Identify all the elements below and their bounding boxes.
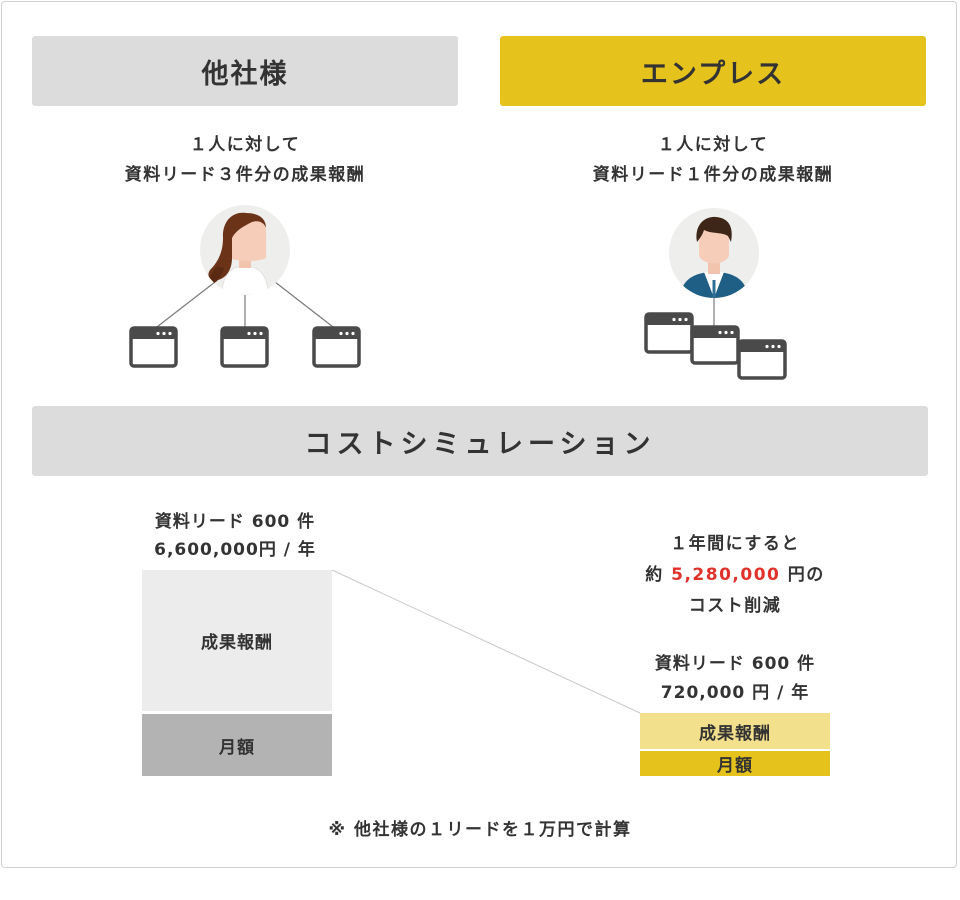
competitor-lead-window-1 — [129, 326, 178, 368]
enpless-cost-labels: 資料リード 600 件 720,000 円 / 年 — [630, 650, 840, 708]
savings-summary: １年間にすると 約 5,280,000 円の コスト削減 — [600, 529, 870, 622]
savings-amount: 5,280,000 — [671, 565, 781, 585]
enpless-caption-line2: 資料リード１件分の成果報酬 — [592, 165, 834, 185]
savings-summary-line1: １年間にすると — [670, 534, 800, 554]
enpless-caption-line1: １人に対して — [657, 135, 769, 155]
competitor-annual-cost: 6,600,000円 / 年 — [154, 540, 316, 560]
savings-suffix: 円の — [787, 565, 825, 585]
enpless-leads-count: 資料リード 600 件 — [654, 654, 816, 674]
lead-illustrations — [129, 205, 787, 380]
competitor-caption-line2: 資料リード３件分の成果報酬 — [124, 165, 366, 185]
competitor-cost-labels: 資料リード 600 件 6,600,000円 / 年 — [130, 508, 340, 564]
competitor-caption: １人に対して 資料リード３件分の成果報酬 — [32, 130, 458, 190]
enpless-lead-window-1 — [644, 312, 694, 354]
enpless-title-banner: エンプレス — [500, 36, 926, 106]
competitor-bar-performance-fee-label: 成果報酬 — [201, 633, 273, 653]
competitor-lead-window-3 — [312, 326, 361, 368]
enpless-annual-cost: 720,000 円 / 年 — [660, 683, 810, 703]
cost-simulation-banner: コストシミュレーション — [32, 406, 928, 476]
enpless-lead-window-3 — [737, 339, 787, 380]
enpless-lead-window-2 — [690, 325, 740, 365]
cost-simulation-title: コストシミュレーション — [304, 428, 656, 460]
enpless-caption: １人に対して 資料リード１件分の成果報酬 — [500, 130, 926, 190]
competitor-bar-monthly-fee-label: 月額 — [219, 737, 255, 758]
competitor-bar-monthly-fee: 月額 — [142, 714, 332, 776]
man-avatar-icon — [669, 208, 759, 298]
competitor-bar-performance-fee: 成果報酬 — [142, 570, 332, 711]
woman-avatar-icon — [200, 205, 290, 295]
competitor-caption-line1: １人に対して — [189, 135, 301, 155]
savings-summary-line3: コスト削減 — [688, 596, 782, 616]
competitor-title: 他社様 — [201, 58, 289, 90]
enpless-title: エンプレス — [640, 58, 786, 90]
enpless-bar-monthly-fee-label: 月額 — [717, 756, 753, 776]
savings-summary-line2: 約 5,280,000 円の — [600, 560, 870, 591]
competitor-leads-count: 資料リード 600 件 — [154, 512, 316, 532]
calculation-footnote: ※ 他社様の１リードを１万円で計算 — [328, 820, 632, 840]
competitor-lead-window-2 — [220, 326, 269, 368]
enpless-bar-performance-fee-label: 成果報酬 — [699, 723, 771, 744]
competitor-title-banner: 他社様 — [32, 36, 458, 106]
enpless-bar-performance-fee: 成果報酬 — [640, 713, 830, 749]
competitor-connector-lines — [152, 281, 338, 331]
enpless-bar-monthly-fee: 月額 — [640, 751, 830, 776]
savings-prefix: 約 — [645, 565, 664, 585]
